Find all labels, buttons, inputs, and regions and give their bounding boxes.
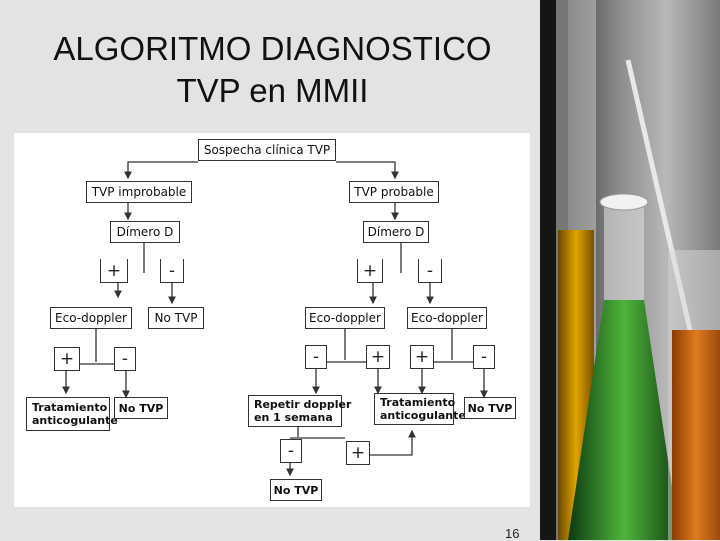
- right-treatment-line-1: Tratamiento: [380, 396, 456, 409]
- left-dimer-positive-sign: +: [100, 259, 128, 283]
- glassware-illustration: [540, 0, 720, 540]
- left-treatment-line-2: anticogulante: [32, 414, 118, 427]
- left-doppler-no-tvp-box: No TVP: [114, 397, 168, 419]
- left-doppler-negative-sign: -: [114, 347, 136, 371]
- left-eco-doppler-box: Eco-doppler: [50, 307, 132, 329]
- tvp-probable-box: TVP probable: [349, 181, 439, 203]
- left-treatment-box: Tratamiento anticogulante: [26, 397, 118, 431]
- right-eco-doppler-1-box: Eco-doppler: [305, 307, 385, 329]
- repeat-doppler-line-1: Repetir doppler: [254, 398, 352, 411]
- page-number: 16: [505, 526, 520, 541]
- left-dimer-d-box: Dímero D: [110, 221, 180, 243]
- right-doppler2-negative-sign: -: [473, 345, 495, 369]
- right-dimer-d-box: Dímero D: [363, 221, 429, 243]
- right-dimer-positive-sign: +: [357, 259, 383, 283]
- right-doppler1-positive-sign: +: [366, 345, 390, 369]
- right-eco-doppler-2-box: Eco-doppler: [407, 307, 487, 329]
- left-dimer-negative-sign: -: [160, 259, 184, 283]
- right-treatment-box: Tratamiento anticogulante: [374, 393, 466, 425]
- tvp-improbable-box: TVP improbable: [86, 181, 192, 203]
- right-treatment-line-2: anticogulante: [380, 409, 466, 422]
- slide-title: ALGORITMO DIAGNOSTICO TVP en MMII: [0, 28, 545, 112]
- right-no-tvp-box: No TVP: [464, 397, 516, 419]
- right-dimer-negative-sign: -: [418, 259, 442, 283]
- left-doppler-positive-sign: +: [54, 347, 80, 371]
- lab-glassware-photo: [540, 0, 720, 540]
- repeat-doppler-box: Repetir doppler en 1 semana: [248, 395, 351, 427]
- root-suspicion-box: Sospecha clínica TVP: [198, 139, 336, 161]
- final-no-tvp-box: No TVP: [270, 479, 322, 501]
- title-line-2: TVP en MMII: [176, 72, 369, 109]
- flowchart-panel: Sospecha clínica TVP TVP improbable TVP …: [14, 133, 530, 507]
- title-line-1: ALGORITMO DIAGNOSTICO: [53, 30, 492, 67]
- left-treatment-line-1: Tratamiento: [32, 401, 108, 414]
- repeat-doppler-line-2: en 1 semana: [254, 411, 333, 424]
- right-doppler2-positive-sign: +: [410, 345, 434, 369]
- repeat-negative-sign: -: [280, 439, 302, 463]
- repeat-positive-sign: +: [346, 441, 370, 465]
- right-doppler1-negative-sign: -: [305, 345, 327, 369]
- left-no-tvp-box: No TVP: [148, 307, 204, 329]
